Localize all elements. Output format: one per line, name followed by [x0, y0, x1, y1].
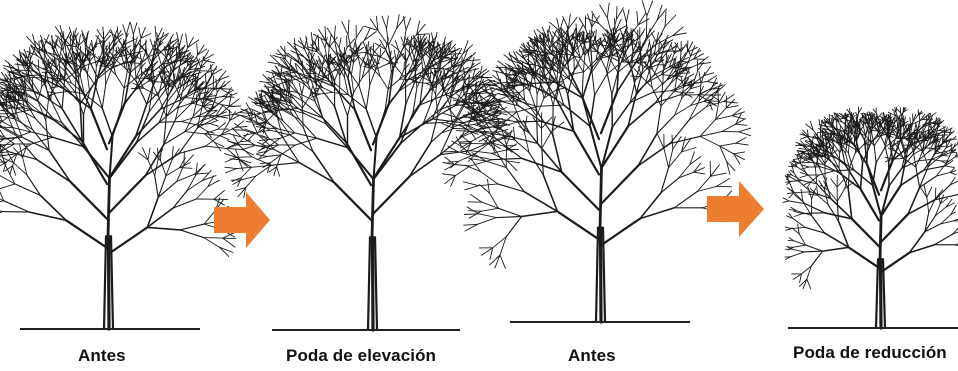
- tree-before-2: [441, 0, 752, 324]
- tree-before-1: [0, 21, 255, 331]
- tree-crown-raising: [224, 14, 521, 332]
- arrow-right-icon: [707, 181, 764, 237]
- tree-crown-reduction: [782, 106, 958, 330]
- arrow-right-icon: [214, 192, 270, 248]
- caption-before-2: Antes: [568, 346, 616, 365]
- caption-before-1: Antes: [78, 346, 126, 365]
- caption-crown-reduction: Poda de reducción: [793, 343, 947, 362]
- caption-crown-raising: Poda de elevación: [286, 346, 437, 365]
